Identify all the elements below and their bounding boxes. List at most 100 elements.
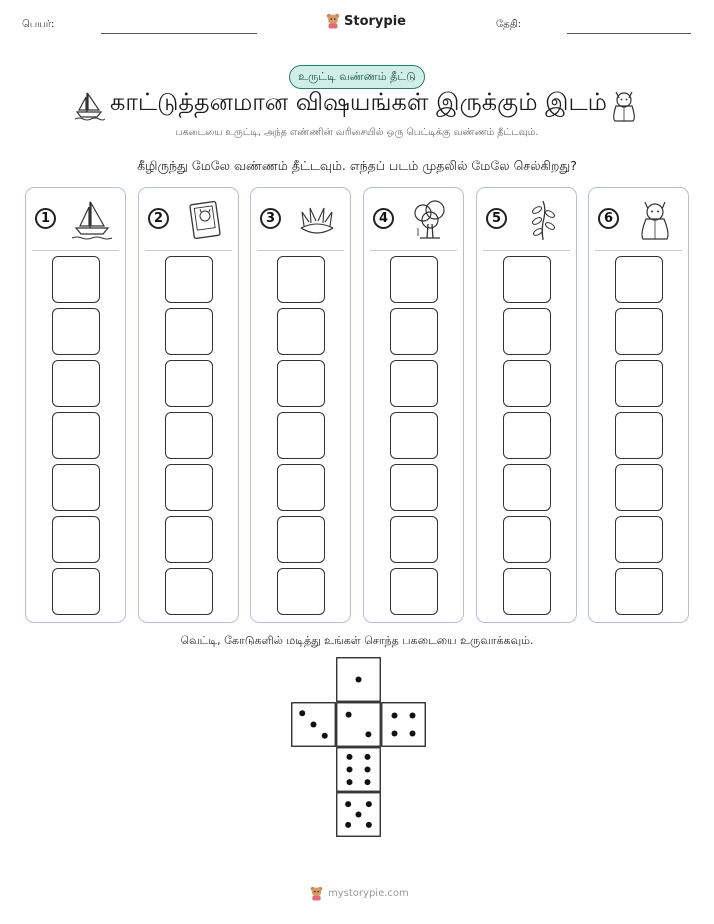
color-box[interactable] xyxy=(277,256,325,303)
column-number: 5 xyxy=(486,208,507,229)
wolf-costume-title-icon xyxy=(613,91,635,122)
color-box[interactable] xyxy=(503,256,551,303)
wolf-costume-icon xyxy=(641,201,669,240)
vine-icon xyxy=(531,200,556,241)
activity-tag: உருட்டி வண்ணம் தீட்டு xyxy=(289,65,425,89)
die-pip xyxy=(365,731,372,738)
color-box[interactable] xyxy=(165,308,213,355)
crown-icon xyxy=(300,207,334,234)
sailboat-title-icon xyxy=(74,92,105,121)
color-box[interactable] xyxy=(52,412,100,459)
color-box[interactable] xyxy=(615,412,663,459)
die-net xyxy=(291,657,426,837)
color-box[interactable] xyxy=(390,360,438,407)
color-box[interactable] xyxy=(165,412,213,459)
column-1: 1 xyxy=(25,187,126,623)
color-box[interactable] xyxy=(390,256,438,303)
color-box[interactable] xyxy=(390,412,438,459)
die-pip xyxy=(365,801,372,808)
die-pip xyxy=(346,779,353,786)
die-pip xyxy=(355,676,362,683)
color-box[interactable] xyxy=(615,360,663,407)
die-face xyxy=(381,702,426,747)
book-icon xyxy=(189,200,221,240)
color-box[interactable] xyxy=(615,568,663,615)
color-box[interactable] xyxy=(277,568,325,615)
die-pip xyxy=(345,711,352,718)
die-pip xyxy=(364,766,371,773)
color-box[interactable] xyxy=(390,308,438,355)
color-box[interactable] xyxy=(615,516,663,563)
color-box[interactable] xyxy=(615,256,663,303)
color-box[interactable] xyxy=(503,360,551,407)
die-pip xyxy=(365,821,372,828)
color-box[interactable] xyxy=(503,516,551,563)
column-divider xyxy=(595,250,682,251)
color-box[interactable] xyxy=(277,412,325,459)
color-box[interactable] xyxy=(165,464,213,511)
die-pip xyxy=(345,821,352,828)
die-pip xyxy=(364,779,371,786)
die-face xyxy=(291,702,336,747)
die-face xyxy=(336,702,381,747)
color-box[interactable] xyxy=(277,516,325,563)
column-2: 2 xyxy=(138,187,239,623)
color-box[interactable] xyxy=(503,568,551,615)
color-box[interactable] xyxy=(615,464,663,511)
color-box[interactable] xyxy=(277,464,325,511)
die-pip xyxy=(355,811,362,818)
column-header: 1 xyxy=(26,188,125,250)
column-6: 6 xyxy=(588,187,689,623)
die-pip xyxy=(391,730,398,737)
die-pip xyxy=(321,732,328,739)
footer-url: mystorypie.com xyxy=(328,888,409,899)
color-box[interactable] xyxy=(52,464,100,511)
column-number: 2 xyxy=(148,208,169,229)
die-pip xyxy=(299,710,306,717)
color-box[interactable] xyxy=(52,360,100,407)
color-box[interactable] xyxy=(52,256,100,303)
column-5: 5 xyxy=(476,187,577,623)
brand-name: Storypie xyxy=(344,13,406,29)
column-divider xyxy=(32,250,119,251)
die-pip xyxy=(409,730,416,737)
column-header: 3 xyxy=(251,188,350,250)
die-pip xyxy=(310,721,317,728)
color-box[interactable] xyxy=(165,516,213,563)
color-box[interactable] xyxy=(277,308,325,355)
color-box[interactable] xyxy=(503,464,551,511)
column-divider xyxy=(483,250,570,251)
name-label: பெயர்: xyxy=(22,19,55,30)
question: கீழிருந்து மேலே வண்ணம் தீட்டவும். எந்தப்… xyxy=(137,158,577,173)
bear-mascot-footer-icon xyxy=(310,886,323,901)
instructions: பகடையை உருட்டி, அந்த எண்ணின் வரிசையில் ஒ… xyxy=(175,127,539,138)
die-pip xyxy=(345,801,352,808)
color-box[interactable] xyxy=(615,308,663,355)
footer: mystorypie.com xyxy=(310,886,409,901)
column-divider xyxy=(370,250,457,251)
die-face xyxy=(336,657,381,702)
color-box[interactable] xyxy=(390,568,438,615)
die-pip xyxy=(346,766,353,773)
column-header: 6 xyxy=(589,188,688,250)
column-divider xyxy=(145,250,232,251)
color-box[interactable] xyxy=(52,568,100,615)
color-box[interactable] xyxy=(390,464,438,511)
color-box[interactable] xyxy=(165,256,213,303)
color-box[interactable] xyxy=(52,308,100,355)
color-box[interactable] xyxy=(277,360,325,407)
color-box[interactable] xyxy=(503,308,551,355)
color-box[interactable] xyxy=(503,412,551,459)
cut-instruction: வெட்டி, கோடுகளில் மடித்து உங்கள் சொந்த ப… xyxy=(180,634,534,647)
color-box[interactable] xyxy=(52,516,100,563)
color-box[interactable] xyxy=(390,516,438,563)
tree-icon xyxy=(414,200,445,239)
color-box[interactable] xyxy=(165,568,213,615)
bear-mascot-icon xyxy=(326,13,340,29)
page-title: காட்டுத்தனமான விஷயங்கள் இருக்கும் இடம் xyxy=(110,88,607,116)
color-box[interactable] xyxy=(165,360,213,407)
name-line xyxy=(101,33,257,34)
die-pip xyxy=(391,712,398,719)
column-4: 4 xyxy=(363,187,464,623)
column-number: 1 xyxy=(35,208,56,229)
